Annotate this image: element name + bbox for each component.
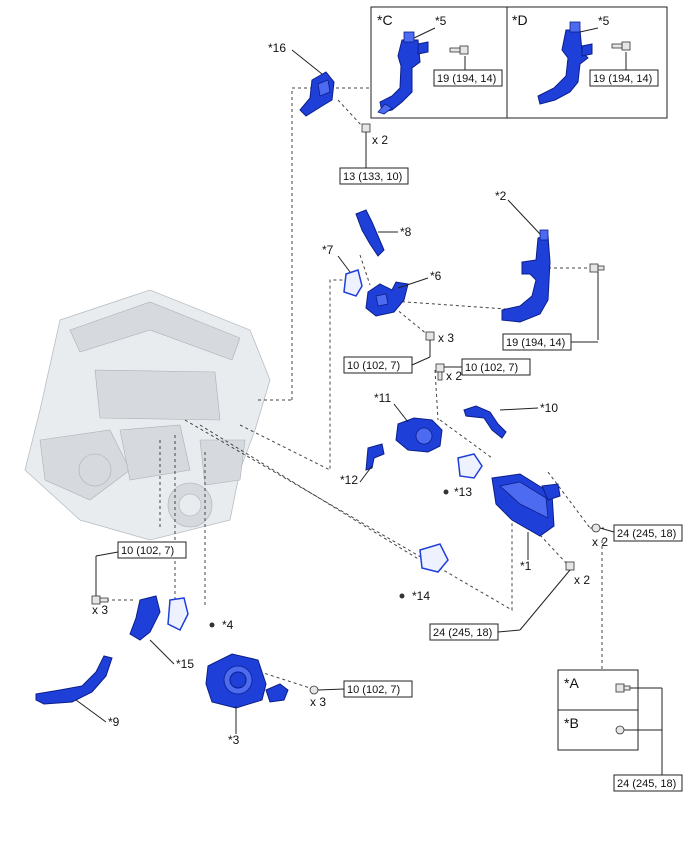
torque-d: 19 (194, 14) <box>593 73 652 85</box>
torque-key: 24 (245, 18) <box>617 778 676 790</box>
bolt-icon <box>449 45 469 55</box>
label-10: *10 <box>540 401 558 415</box>
part-9-water-hose <box>35 655 113 705</box>
nut-icon <box>615 725 625 735</box>
part-4-gasket <box>167 597 189 632</box>
part-16-bracket <box>299 71 335 117</box>
label-16: *16 <box>268 41 286 55</box>
part-11-egr-valve <box>395 417 443 453</box>
inset-d-water-outlet <box>537 21 593 105</box>
bolt-icon <box>361 123 371 133</box>
label-8: *8 <box>400 225 412 239</box>
torque-1a: 24 (245, 18) <box>617 528 676 540</box>
qty-1a: x 2 <box>592 535 608 549</box>
engine-block <box>24 289 271 541</box>
label-1: *1 <box>520 559 532 573</box>
bolt-icon <box>425 331 435 341</box>
inset-c-water-outlet <box>377 31 429 115</box>
key-b-label: *B <box>564 715 579 731</box>
torque-c: 19 (194, 14) <box>437 73 496 85</box>
part-14-gasket <box>419 543 449 573</box>
bolt-icon <box>435 363 445 381</box>
qty-15: x 3 <box>92 603 108 617</box>
part-10-egr-pipe <box>463 405 507 439</box>
part-1-egr-cooler <box>491 473 561 537</box>
torque-16: 13 (133, 10) <box>343 171 402 183</box>
qty-11: x 2 <box>446 369 462 383</box>
label-12: *12 <box>340 473 358 487</box>
label-5c: *5 <box>435 14 447 28</box>
bolt-icon <box>309 685 319 695</box>
bolt-icon <box>565 561 575 571</box>
label-11: *11 <box>374 391 391 405</box>
inset-c-label: *C <box>377 12 393 28</box>
torque-6: 10 (102, 7) <box>347 360 400 372</box>
part-8-hose <box>355 209 385 257</box>
label-15: *15 <box>176 657 194 671</box>
label-4: *4 <box>222 618 234 632</box>
label-3: *3 <box>228 733 240 747</box>
key-a-label: *A <box>564 675 579 691</box>
torque-3: 10 (102, 7) <box>347 684 400 696</box>
bolt-icon <box>611 41 631 51</box>
part-15-water-inlet <box>129 595 161 641</box>
qty-1b: x 2 <box>574 573 590 587</box>
part-6-water-outlet <box>365 281 409 317</box>
part-3-throttle-body <box>205 653 289 709</box>
label-9: *9 <box>108 715 120 729</box>
qty-6: x 3 <box>438 331 454 345</box>
part-7-gasket <box>343 269 363 297</box>
label-14: *14 <box>412 589 430 603</box>
label-5d: *5 <box>598 14 610 28</box>
qty-3: x 3 <box>310 695 326 709</box>
label-2: *2 <box>495 189 507 203</box>
inset-frame <box>370 6 668 119</box>
label-6: *6 <box>430 269 442 283</box>
qty-16: x 2 <box>372 133 388 147</box>
part-2-water-pipe <box>501 229 551 323</box>
part-13-gasket <box>457 453 483 479</box>
torque-15: 10 (102, 7) <box>121 545 174 557</box>
part-12-pipe <box>365 443 385 471</box>
bolt-icon <box>589 263 605 273</box>
label-7: *7 <box>322 243 334 257</box>
torque-11: 10 (102, 7) <box>465 362 518 374</box>
label-13: *13 <box>454 485 472 499</box>
inset-d-label: *D <box>512 12 528 28</box>
torque-2: 19 (194, 14) <box>506 337 565 349</box>
torque-1b: 24 (245, 18) <box>433 627 492 639</box>
bolt-icon <box>591 523 601 533</box>
